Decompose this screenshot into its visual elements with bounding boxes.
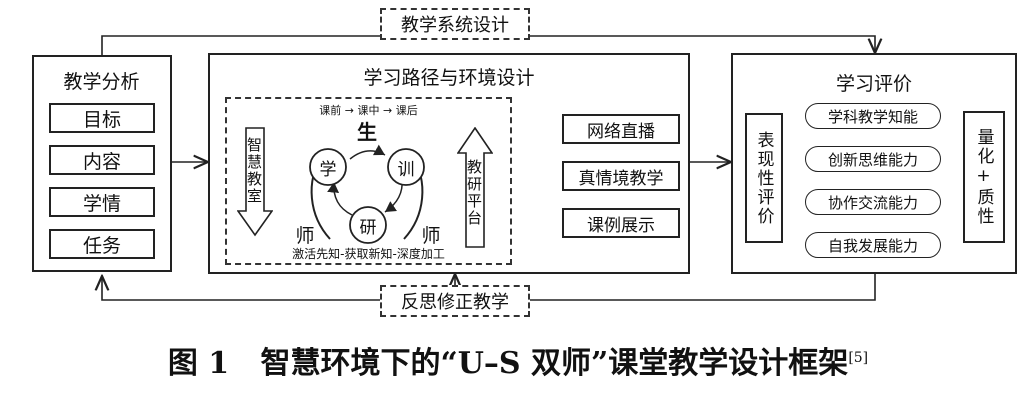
analysis-item-task: 任务 <box>49 229 155 259</box>
teaching-analysis-title: 教学分析 <box>63 71 140 93</box>
teaching-analysis-panel: 教学分析 目标 内容 学情 任务 <box>32 55 172 272</box>
left-teacher-label: 师 <box>295 225 315 247</box>
learning-evaluation-title: 学习评价 <box>835 73 912 95</box>
ability-subject-knowledge: 学科教学知能 <box>805 103 941 129</box>
analysis-item-goal: 目标 <box>49 103 155 133</box>
figure-title: 智慧环境下的“U–S 双师”课堂教学设计框架 <box>260 346 849 381</box>
cycle-arrow-learn-train <box>349 144 386 160</box>
node-research-circle <box>349 206 387 244</box>
top-loop-line <box>101 35 382 55</box>
output-live-stream: 网络直播 <box>562 114 680 144</box>
bottom-loop-line <box>530 273 876 301</box>
figure-caption: 图 1 智慧环境下的“U–S 双师”课堂教学设计框架[5] <box>0 338 1036 382</box>
smart-classroom-label: 智慧教室 <box>245 137 263 205</box>
cycle-diagram <box>309 144 425 244</box>
figure-label: 图 1 <box>167 346 230 381</box>
node-train-label: 训 <box>397 160 415 180</box>
figure-reference: [5] <box>848 350 869 366</box>
smart-classroom-arrow-shape <box>237 127 273 237</box>
node-learn-label: 学 <box>319 160 337 180</box>
output-case-showcase: 课例展示 <box>562 208 680 238</box>
node-train-circle <box>387 148 425 186</box>
quantitative-qualitative-box: 量化+质性 <box>963 111 1005 243</box>
learning-path-panel: 学习路径与环境设计 课前 → 课中 → 课后 智慧教室 <box>208 53 690 274</box>
performance-evaluation-box: 表现性评价 <box>745 113 783 243</box>
class-sequence: 课前 → 课中 → 课后 <box>319 104 418 117</box>
deep-learning-process: 激活先知-获取新知-深度加工 <box>292 247 445 261</box>
analysis-item-content: 内容 <box>49 145 155 175</box>
right-teacher-label: 师 <box>421 225 441 247</box>
research-platform-arrow-shape <box>457 127 493 248</box>
learning-path-title: 学习路径与环境设计 <box>363 67 535 89</box>
top-loop-arrow <box>530 35 875 53</box>
cycle-student-label: 生 <box>357 120 377 144</box>
top-system-design-label: 教学系统设计 <box>380 8 530 40</box>
bottom-reflection-label: 反思修正教学 <box>380 285 530 317</box>
node-learn-circle <box>309 148 347 186</box>
node-research-label: 研 <box>359 218 377 238</box>
output-real-context-teaching: 真情境教学 <box>562 161 680 191</box>
cycle-arrow-research-learn <box>327 181 353 216</box>
research-platform-label: 教研平台 <box>465 159 483 227</box>
ability-innovative-thinking: 创新思维能力 <box>805 146 941 172</box>
analysis-item-learner: 学情 <box>49 187 155 217</box>
ability-self-development: 自我发展能力 <box>805 232 941 258</box>
bottom-loop-arrow <box>102 276 380 301</box>
learning-evaluation-panel: 学习评价 表现性评价 学科教学知能 创新思维能力 协作交流能力 自我发展能力 量… <box>731 53 1017 274</box>
smart-environment-area: 课前 → 课中 → 课后 智慧教室 生 学 训 <box>225 97 512 265</box>
ability-collaboration: 协作交流能力 <box>805 189 941 215</box>
